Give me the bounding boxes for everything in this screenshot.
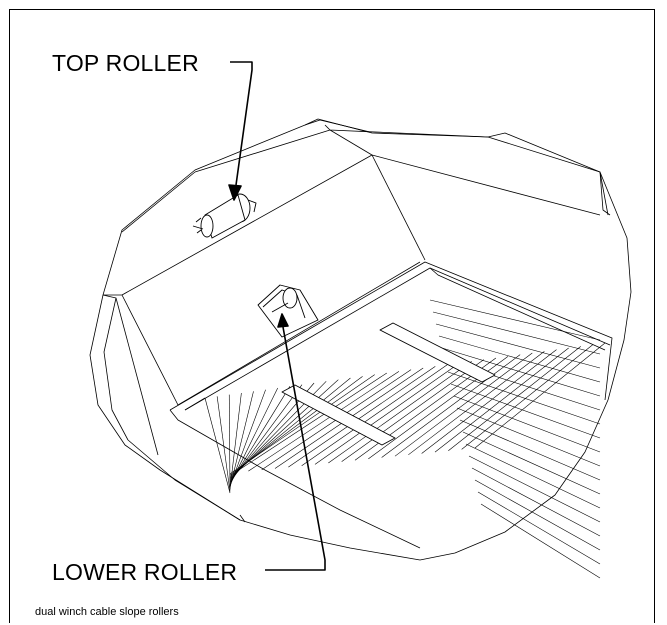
top-roller: [192, 193, 257, 239]
ramp-slat-line: [248, 371, 400, 472]
ramp-slat-line: [229, 374, 375, 475]
ramp-slat-line: [421, 349, 557, 454]
ramp-slat-line: [465, 443, 601, 509]
ramp-slat-line: [468, 455, 601, 523]
ramp-slat-line: [435, 323, 601, 369]
ramp-slat-line: [448, 346, 581, 451]
ramp-slat-line: [474, 342, 606, 449]
lower-roller: [257, 284, 319, 338]
ramp-slat-line: [461, 344, 594, 450]
upper-faces: [102, 129, 601, 456]
ramp-slat-line: [447, 371, 601, 425]
ramp-slat-line: [328, 361, 472, 464]
ramp-slat-line: [216, 396, 231, 492]
ramp-slat-line: [314, 362, 460, 465]
ramp-slat-line: [450, 383, 601, 439]
ramp-slat-line: [204, 397, 231, 494]
top-roller-label: TOP ROLLER: [52, 50, 199, 76]
ramp-slat-line: [228, 394, 231, 491]
lower-roller-label: LOWER ROLLER: [52, 559, 238, 585]
ramp-slat-line: [471, 467, 601, 537]
ramp-slat-line: [480, 503, 601, 579]
ramp-slat-line: [477, 491, 601, 565]
lower-roller-leader: [265, 313, 326, 571]
ramp-slat-line: [456, 407, 601, 467]
ramp-slat-line: [229, 389, 266, 487]
ramp-slat-line: [408, 351, 545, 456]
housing-lower-edge: [127, 439, 246, 523]
figure-caption: dual winch cable slope rollers: [35, 606, 179, 618]
ramp-slat-line: [474, 479, 601, 551]
figure-frame: [9, 9, 655, 623]
ramp-slat-line: [432, 311, 601, 355]
ramp-slat-line: [462, 431, 601, 495]
ramp-slat-line: [288, 366, 436, 468]
housing-outline: [89, 118, 632, 561]
cross-bars: [281, 322, 496, 446]
ramp-slat-line: [381, 354, 521, 458]
ramp-slat-line: [429, 299, 601, 341]
ramp-slat-line: [234, 372, 387, 473]
ramp-slat-line: [453, 395, 601, 453]
ramp-slat-line: [341, 359, 484, 462]
ramp-slat-line: [301, 364, 448, 466]
ramp-slat-line: [394, 352, 533, 457]
ramp-slat-line: [434, 347, 569, 453]
ramp-slat-line: [441, 347, 601, 397]
top-roller-leader: [228, 61, 253, 201]
ramp-floor: [169, 261, 613, 549]
ramp-slat-line: [438, 335, 601, 383]
ramp-slat-line: [459, 419, 601, 481]
ramp-slat-line: [229, 391, 254, 488]
